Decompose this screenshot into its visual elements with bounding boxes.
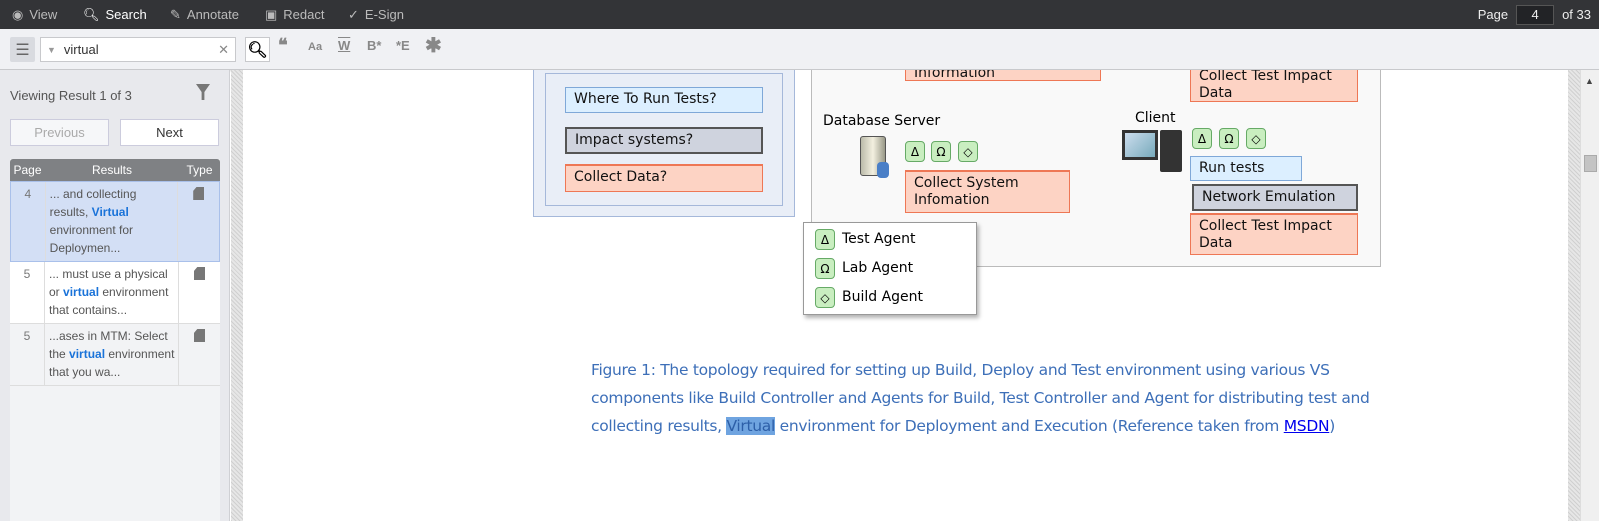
build-agent-icon: ◇ bbox=[1246, 128, 1266, 149]
collect-system-info-box: Collect System Infomation bbox=[905, 170, 1070, 213]
results-header: Page Results Type bbox=[10, 159, 220, 181]
search-icon: 🔍︎ bbox=[83, 6, 100, 22]
column-results: Results bbox=[91, 163, 132, 177]
page-navigator: Page of 33 bbox=[1478, 0, 1591, 29]
scrollbar-thumb[interactable] bbox=[1584, 155, 1597, 172]
result-page: 5 bbox=[10, 324, 45, 385]
result-text: ... and collecting results, Virtual envi… bbox=[46, 182, 179, 261]
results-list-toggle[interactable]: ☰ bbox=[10, 37, 35, 62]
eye-icon: ◉ bbox=[12, 6, 24, 22]
document-icon bbox=[194, 329, 205, 342]
result-row[interactable]: 5 ...ases in MTM: Select the virtual env… bbox=[10, 324, 220, 386]
collect-data-box: Collect Data? bbox=[565, 164, 763, 192]
whole-word-option[interactable]: W bbox=[338, 38, 351, 53]
top-bar: ◉ View 🔍︎ Search ✎ Annotate ▣ Redact ✓ E-Sign… bbox=[0, 0, 1599, 29]
previous-button[interactable]: Previous bbox=[10, 119, 109, 146]
database-icon bbox=[877, 162, 889, 178]
search-results-panel: Viewing Result 1 of 3 Previous Next Page… bbox=[0, 70, 230, 521]
match-highlight: virtual bbox=[69, 347, 106, 361]
next-button[interactable]: Next bbox=[120, 119, 219, 146]
agent-legend: Δ Test Agent Ω Lab Agent ◇ Build Agent bbox=[803, 222, 977, 315]
page-label: Page bbox=[1477, 7, 1509, 22]
document-icon bbox=[193, 187, 205, 200]
tab-esign[interactable]: ✓ E-Sign bbox=[348, 0, 404, 29]
begins-with-option[interactable]: B* bbox=[367, 38, 382, 53]
scroll-up-icon[interactable]: ▲ bbox=[1585, 76, 1594, 86]
database-server-label: Database Server bbox=[823, 113, 941, 129]
search-icon: 🔍︎ bbox=[247, 41, 268, 59]
exact-phrase-option[interactable]: ❝ bbox=[278, 35, 288, 55]
column-page: Page bbox=[13, 163, 42, 177]
tab-redact[interactable]: ▣ Redact bbox=[265, 0, 325, 29]
match-highlight: virtual bbox=[63, 285, 100, 299]
dropdown-caret-icon[interactable]: ▼ bbox=[47, 44, 56, 55]
document-icon bbox=[194, 267, 205, 280]
where-to-run-box: Where To Run Tests? bbox=[565, 87, 763, 113]
topology-diagram: Where To Run Tests? Impact systems? Coll… bbox=[515, 70, 1395, 328]
ends-with-option[interactable]: *E bbox=[396, 38, 410, 53]
test-agent-icon: Δ bbox=[905, 141, 925, 162]
result-row[interactable]: 5 ... must use a physical or virtual env… bbox=[10, 262, 220, 324]
test-agent-icon: Δ bbox=[1192, 128, 1212, 149]
collect-test-impact-box: Collect Test Impact Data bbox=[1190, 70, 1358, 102]
legend-test-agent: Test Agent bbox=[842, 231, 916, 247]
tab-label: View bbox=[29, 7, 58, 22]
client-label: Client bbox=[1135, 110, 1176, 126]
redact-icon: ▣ bbox=[265, 6, 278, 22]
match-highlight: Virtual bbox=[91, 205, 129, 219]
msdn-link[interactable]: MSDN bbox=[1283, 417, 1330, 435]
result-text: ...ases in MTM: Select the virtual envir… bbox=[45, 324, 179, 385]
search-value: virtual bbox=[63, 42, 99, 57]
lab-agent-icon: Ω bbox=[1219, 128, 1239, 149]
signature-icon: ✓ bbox=[348, 6, 359, 22]
tab-label: Redact bbox=[283, 7, 325, 22]
match-case-option[interactable]: Aa bbox=[308, 41, 323, 53]
computer-icon bbox=[1122, 130, 1158, 160]
computer-tower-icon bbox=[1160, 130, 1182, 172]
tab-label: E-Sign bbox=[364, 7, 404, 22]
lab-agent-icon: Ω bbox=[815, 258, 835, 279]
legend-lab-agent: Lab Agent bbox=[842, 260, 914, 276]
page-number-input[interactable] bbox=[1516, 4, 1555, 25]
tab-view[interactable]: ◉ View bbox=[12, 0, 57, 29]
column-type: Type bbox=[186, 163, 213, 177]
search-toolbar: ☰ ▼ virtual ✕ 🔍︎ ❝ Aa W B* *E ✱ bbox=[0, 29, 1599, 70]
result-text: ... must use a physical or virtual envir… bbox=[45, 262, 179, 323]
tab-label: Search bbox=[105, 7, 147, 22]
pencil-icon: ✎ bbox=[170, 6, 181, 22]
tab-label: Annotate bbox=[186, 7, 239, 22]
lab-agent-icon: Ω bbox=[931, 141, 951, 162]
legend-build-agent: Build Agent bbox=[842, 289, 924, 305]
result-page: 4 bbox=[11, 182, 46, 261]
build-agent-icon: ◇ bbox=[815, 287, 835, 308]
impact-systems-box: Impact systems? bbox=[565, 127, 763, 154]
result-page: 5 bbox=[10, 262, 45, 323]
filter-icon[interactable] bbox=[196, 84, 210, 100]
list-icon: ☰ bbox=[15, 41, 30, 59]
result-counter: Viewing Result 1 of 3 bbox=[10, 88, 132, 103]
search-input[interactable]: ▼ virtual ✕ bbox=[40, 37, 236, 62]
clear-icon[interactable]: ✕ bbox=[218, 41, 229, 57]
build-agent-icon: ◇ bbox=[958, 141, 978, 162]
tab-search[interactable]: 🔍︎ Search bbox=[83, 0, 147, 29]
page-gutter bbox=[1568, 70, 1580, 521]
information-box: Information bbox=[905, 70, 1101, 81]
figure-caption: Figure 1: The topology required for sett… bbox=[591, 361, 1370, 435]
search-button[interactable]: 🔍︎ bbox=[245, 37, 270, 62]
vertical-scrollbar[interactable]: ▲ bbox=[1580, 70, 1599, 521]
search-match-highlight: Virtual bbox=[726, 417, 775, 435]
wildcard-option[interactable]: ✱ bbox=[425, 35, 442, 57]
page-total: of 33 bbox=[1562, 7, 1591, 22]
network-emulation-box: Network Emulation bbox=[1192, 184, 1358, 211]
left-panel-inner bbox=[545, 73, 783, 206]
test-agent-icon: Δ bbox=[815, 229, 835, 250]
result-row[interactable]: 4 ... and collecting results, Virtual en… bbox=[10, 181, 220, 262]
collect-test-impact-box: Collect Test Impact Data bbox=[1190, 213, 1358, 255]
results-table: Page Results Type 4 ... and collecting r… bbox=[10, 159, 220, 521]
panel-divider[interactable] bbox=[231, 70, 243, 521]
tab-annotate[interactable]: ✎ Annotate bbox=[170, 0, 239, 29]
run-tests-box: Run tests bbox=[1190, 156, 1302, 181]
